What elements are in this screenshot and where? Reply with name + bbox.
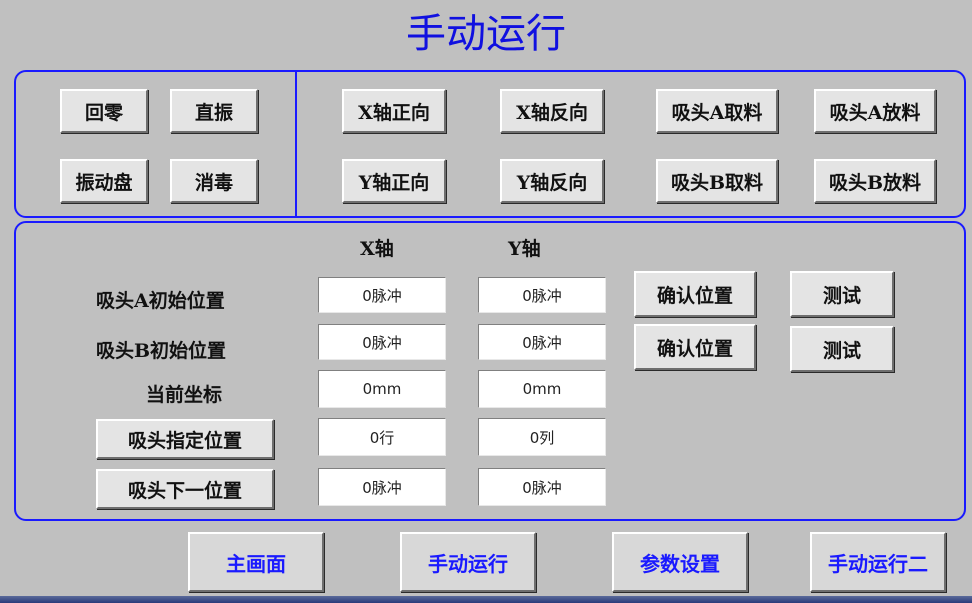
head-a-pick-button[interactable]: 吸头A取料	[656, 89, 778, 133]
nav-parameter-settings-button[interactable]: 参数设置	[612, 532, 748, 592]
head-a-place-button[interactable]: 吸头A放料	[814, 89, 936, 133]
disinfect-button[interactable]: 消毒	[170, 159, 258, 203]
home-button[interactable]: 回零	[60, 89, 148, 133]
head-b-initial-x-field[interactable]: 0脉冲	[318, 324, 446, 360]
current-y-field: 0mm	[478, 370, 606, 408]
x-axis-column-header: X轴	[360, 238, 394, 260]
y-axis-column-header: Y轴	[508, 238, 541, 260]
y-axis-reverse-button[interactable]: Y轴反向	[500, 159, 604, 203]
head-a-initial-y-field[interactable]: 0脉冲	[478, 277, 606, 313]
current-x-field: 0mm	[318, 370, 446, 408]
head-b-pick-button[interactable]: 吸头B取料	[656, 159, 778, 203]
head-b-place-button[interactable]: 吸头B放料	[814, 159, 936, 203]
panel-divider	[295, 72, 297, 218]
test-head-b-button[interactable]: 测试	[790, 326, 894, 372]
position-panel	[14, 221, 966, 521]
y-axis-forward-button[interactable]: Y轴正向	[342, 159, 446, 203]
status-bar	[0, 596, 972, 603]
head-a-initial-x-field[interactable]: 0脉冲	[318, 277, 446, 313]
test-head-a-button[interactable]: 测试	[790, 271, 894, 317]
next-position-x-field[interactable]: 0脉冲	[318, 468, 446, 506]
head-b-initial-label: 吸头B初始位置	[96, 340, 227, 362]
next-position-y-field[interactable]: 0脉冲	[478, 468, 606, 506]
confirm-head-b-button[interactable]: 确认位置	[634, 324, 756, 370]
head-a-initial-label: 吸头A初始位置	[96, 290, 225, 312]
specified-row-field[interactable]: 0行	[318, 418, 446, 456]
vibration-plate-button[interactable]: 振动盘	[60, 159, 148, 203]
x-axis-forward-button[interactable]: X轴正向	[342, 89, 446, 133]
nav-manual-run-two-button[interactable]: 手动运行二	[810, 532, 946, 592]
head-b-initial-y-field[interactable]: 0脉冲	[478, 324, 606, 360]
head-specified-position-button[interactable]: 吸头指定位置	[96, 419, 274, 459]
current-coordinate-label: 当前坐标	[146, 384, 223, 406]
nav-manual-run-button[interactable]: 手动运行	[400, 532, 536, 592]
head-next-position-button[interactable]: 吸头下一位置	[96, 469, 274, 509]
specified-column-field[interactable]: 0列	[478, 418, 606, 456]
page-title: 手动运行	[406, 11, 566, 57]
control-panel	[14, 70, 966, 218]
nav-main-screen-button[interactable]: 主画面	[188, 532, 324, 592]
straight-vibration-button[interactable]: 直振	[170, 89, 258, 133]
x-axis-reverse-button[interactable]: X轴反向	[500, 89, 604, 133]
confirm-head-a-button[interactable]: 确认位置	[634, 271, 756, 317]
